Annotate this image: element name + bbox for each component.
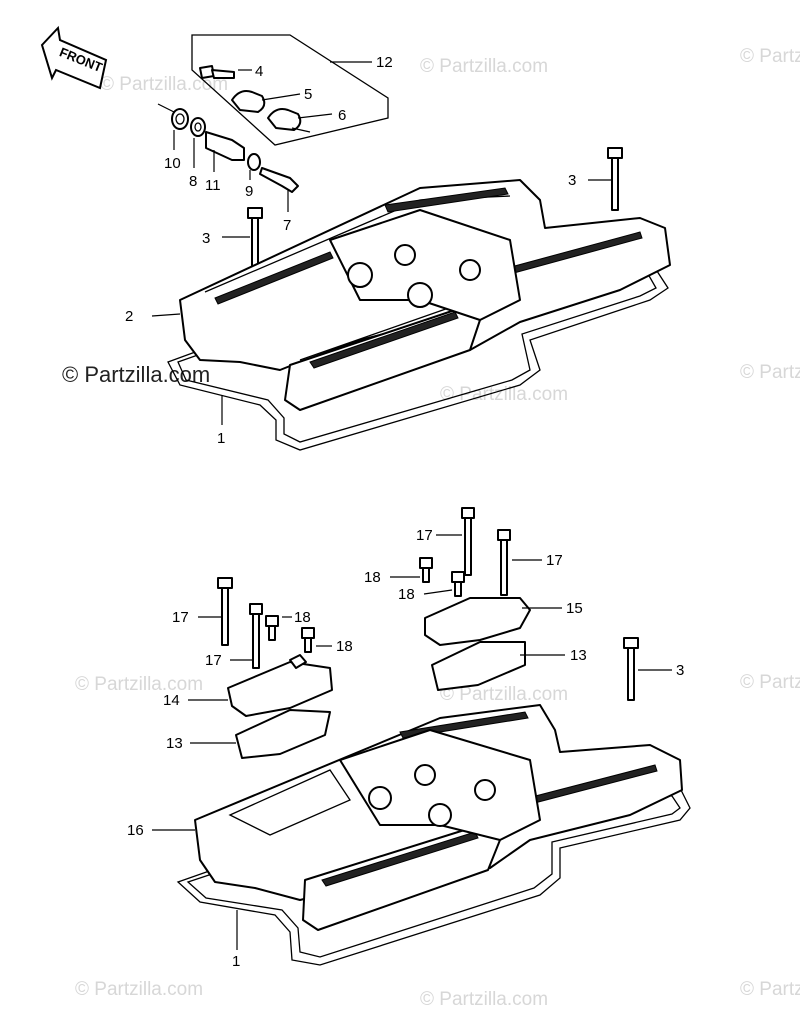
callout-7: 7 (283, 217, 291, 234)
callout-11: 11 (205, 177, 221, 194)
bolt-icon (247, 207, 263, 269)
callout-4: 4 (255, 63, 263, 80)
fitting-icon (205, 131, 245, 161)
seal-icon (171, 108, 189, 130)
watermark: © Partzilla.com (100, 74, 228, 95)
bolt-icon (451, 571, 465, 597)
callout-14: 14 (163, 692, 180, 709)
bolt-icon (217, 577, 233, 646)
kit-outline (191, 34, 389, 146)
watermark: © Partzilla.com (420, 56, 548, 77)
watermark: © Partzilla.com (740, 672, 800, 693)
bolt-icon (249, 603, 263, 669)
callout-17: 17 (205, 652, 222, 669)
bottom-assembly (176, 507, 691, 966)
watermark-main: © Partzilla.com (62, 362, 210, 387)
callout-1: 1 (217, 430, 225, 447)
callout-2: 2 (125, 308, 133, 325)
watermark: © Partzilla.com (75, 674, 203, 695)
callout-5: 5 (304, 86, 312, 103)
callout-17: 17 (546, 552, 563, 569)
callout-16: 16 (127, 822, 144, 839)
callout-17: 17 (416, 527, 433, 544)
callout-labels: 4 5 6 12 10 8 11 9 7 3 2 1 3 17 17 18 18… (125, 54, 684, 970)
o-ring-icon (190, 117, 206, 137)
callout-8: 8 (189, 173, 197, 190)
bolt-icon (301, 627, 315, 653)
pipe-icon (259, 167, 299, 193)
bolt-icon (419, 557, 433, 583)
watermark: © Partzilla.com (740, 362, 800, 383)
callout-3: 3 (568, 172, 576, 189)
breather-cap (424, 597, 531, 646)
clamp-icon (267, 108, 302, 131)
top-assembly (167, 34, 671, 451)
valve-cover (179, 179, 671, 411)
callout-3: 3 (202, 230, 210, 247)
watermark: © Partzilla.com (420, 989, 548, 1010)
callout-15: 15 (566, 600, 583, 617)
cap-gasket (431, 641, 526, 691)
bolt-icon (623, 637, 639, 701)
watermark: © Partzilla.com (740, 46, 800, 67)
bolt-icon (199, 65, 235, 79)
callout-13: 13 (570, 647, 587, 664)
callout-12: 12 (376, 54, 393, 71)
watermark: © Partzilla.com (440, 384, 568, 405)
bolt-icon (265, 615, 279, 641)
callout-3: 3 (676, 662, 684, 679)
breather-cap (227, 661, 333, 717)
watermark: © Partzilla.com (740, 979, 800, 1000)
watermark: © Partzilla.com (75, 979, 203, 1000)
callout-18: 18 (364, 569, 381, 586)
clamp-icon (231, 90, 266, 113)
front-arrow-icon: FRONT (40, 25, 108, 90)
watermark: © Partzilla.com (440, 684, 568, 705)
callout-6: 6 (338, 107, 346, 124)
leader-lines (151, 61, 672, 950)
callout-17: 17 (172, 609, 189, 626)
callout-9: 9 (245, 183, 253, 200)
cap-gasket (235, 709, 331, 759)
callout-1: 1 (232, 953, 240, 970)
bolt-icon (497, 529, 511, 596)
valve-cover (194, 704, 683, 931)
callout-18: 18 (336, 638, 353, 655)
bolt-icon (607, 147, 623, 211)
bolt-icon (461, 507, 475, 576)
callout-10: 10 (164, 155, 181, 172)
callout-18: 18 (294, 609, 311, 626)
o-ring-icon (247, 153, 261, 171)
callout-13: 13 (166, 735, 183, 752)
callout-18: 18 (398, 586, 415, 603)
